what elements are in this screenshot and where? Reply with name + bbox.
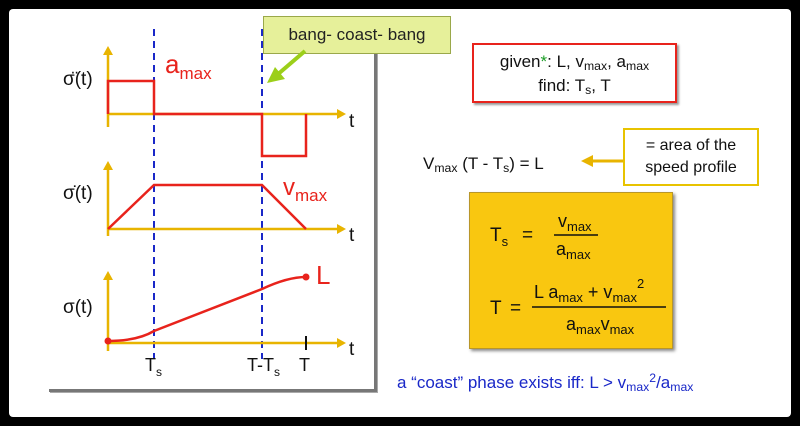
- coast-v-sub: max: [626, 380, 650, 395]
- t-den: amaxvmax: [566, 314, 635, 337]
- speed-ylabel: σ̇(t): [63, 183, 93, 204]
- coast-sup: 2: [649, 371, 657, 385]
- formula-box: Ts = vmax amax T = L amax + vmax2 amaxvm…: [469, 192, 673, 349]
- t-eq: =: [510, 298, 521, 319]
- vmax-equation: Vmax (T - Ts) = L: [423, 154, 544, 175]
- given-vmax-sub: max: [583, 59, 608, 74]
- pos-ylabel: σ(t): [63, 297, 93, 318]
- ts-den: amax: [556, 239, 591, 262]
- given-find-box: given*: L, vmax, amax find: Ts, T: [472, 43, 677, 103]
- given-line: given*: L, vmax, amax: [474, 52, 675, 76]
- find-word: find: T: [538, 76, 586, 96]
- pos-x-arrow: [337, 338, 346, 348]
- eq-ts-sub: s: [503, 161, 510, 176]
- tick-ts: Ts: [145, 355, 162, 379]
- accel-curve-label: amax: [165, 49, 212, 83]
- pos-start-dot: [104, 337, 112, 345]
- accel-y-arrow: [103, 46, 113, 55]
- eq-v: V: [423, 154, 435, 173]
- pos-end-dot: [302, 273, 310, 281]
- area-note-arrow: [581, 155, 623, 167]
- area-note-line2: speed profile: [645, 159, 737, 176]
- callout-arrow: [267, 49, 307, 83]
- eq-rhs: ) = L: [509, 154, 544, 173]
- given-comma-a: , a: [607, 52, 627, 71]
- ts-lhs: Ts: [490, 225, 509, 249]
- tick-t-minus-ts: T-Ts: [247, 355, 280, 379]
- coast-phase-note: a “coast” phase exists iff: L > vmax2/am…: [397, 371, 693, 394]
- find-tail: , T: [591, 76, 611, 96]
- accel-curve: [106, 79, 308, 158]
- formula-svg: Ts = vmax amax T = L amax + vmax2 amaxvm…: [490, 211, 666, 337]
- given-star: *: [540, 52, 548, 71]
- given-word: given: [499, 52, 541, 71]
- pos-curve: [107, 275, 307, 343]
- ts-eq: =: [522, 225, 533, 246]
- speed-xlabel: t: [349, 225, 355, 246]
- accel-ylabel: σ̈(t): [63, 69, 93, 90]
- pos-curve-label: L: [316, 260, 330, 290]
- bang-coast-bang-callout: bang- coast- bang: [263, 16, 451, 54]
- speed-x-arrow: [337, 224, 346, 234]
- t-lhs: T: [490, 298, 502, 319]
- t-num: L amax + vmax2: [534, 276, 644, 305]
- given-rest: : L, v: [547, 52, 584, 71]
- coast-main: a “coast” phase exists iff: L > v: [397, 373, 627, 393]
- speed-curve: [107, 183, 307, 230]
- coast-a-sub: max: [670, 380, 694, 395]
- eq-mid: (T - T: [457, 154, 504, 173]
- speed-curve-label: vmax: [283, 174, 328, 205]
- area-note-line1: = area of the: [645, 137, 737, 154]
- slide: σ̈(t) t amax σ̇(t) t vmax σ(t) t L Ts T-…: [9, 9, 791, 417]
- profile-plots-svg: σ̈(t) t amax σ̇(t) t vmax σ(t) t L Ts T-…: [63, 29, 355, 379]
- eq-v-sub: max: [434, 161, 458, 176]
- accel-x-arrow: [337, 109, 346, 119]
- find-line: find: Ts, T: [474, 76, 675, 100]
- accel-xlabel: t: [349, 111, 355, 132]
- speed-y-arrow: [103, 161, 113, 170]
- profile-plots-panel: σ̈(t) t amax σ̇(t) t vmax σ(t) t L Ts T-…: [49, 29, 377, 392]
- pos-xlabel: t: [349, 339, 355, 360]
- find-ts-sub: s: [585, 83, 592, 98]
- area-note-box: = area of the speed profile: [623, 128, 759, 186]
- tick-t: T: [299, 355, 310, 375]
- given-amax-sub: max: [626, 59, 650, 74]
- ts-num: vmax: [558, 211, 592, 234]
- coast-slash: /a: [656, 373, 671, 393]
- pos-y-arrow: [103, 271, 113, 280]
